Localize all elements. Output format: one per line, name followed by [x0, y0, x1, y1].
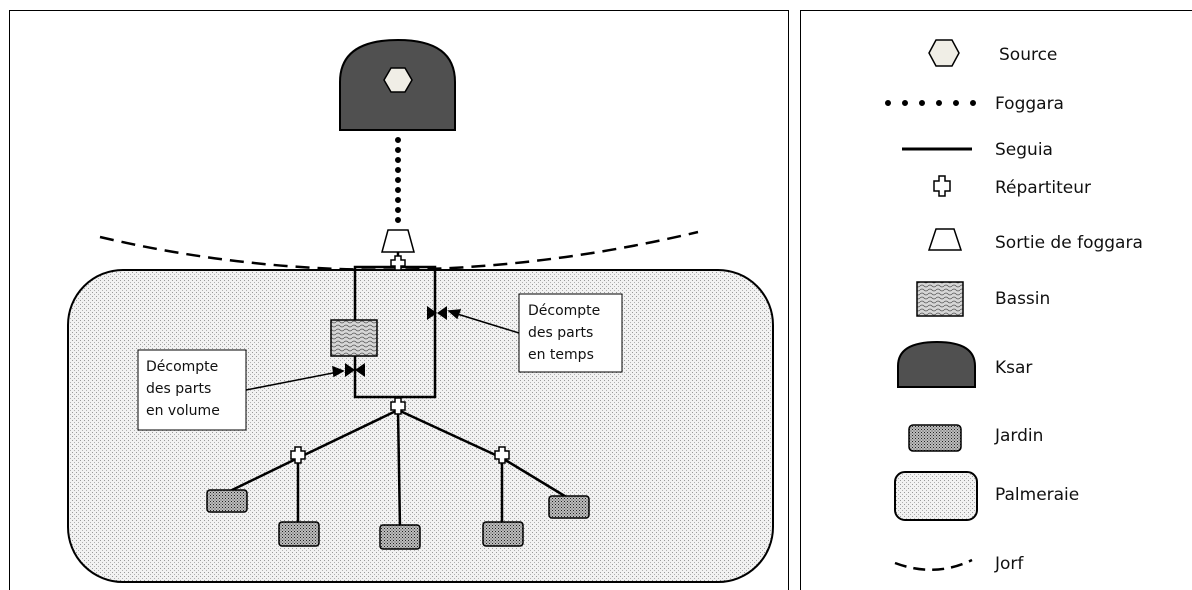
legend-label-bassin: Bassin	[995, 289, 1050, 309]
legend-label-repartiteur: Répartiteur	[995, 178, 1091, 198]
bassin-shape	[330, 319, 378, 357]
repartiteur-icon	[933, 175, 951, 197]
seguia-branches	[227, 408, 569, 529]
annotation-volume: Décompte des parts en volume	[137, 349, 247, 431]
jardin-shape	[278, 521, 320, 547]
arrow-volume	[245, 371, 339, 391]
svg-text:en temps: en temps	[528, 347, 594, 363]
repartiteur-icon	[494, 446, 510, 464]
source-icon	[383, 67, 413, 93]
legend-panel	[800, 10, 1192, 590]
jardin-shape	[482, 521, 524, 547]
jardin-shape	[548, 495, 590, 519]
svg-text:Décompte: Décompte	[528, 303, 600, 319]
svg-text:des parts: des parts	[528, 325, 593, 341]
bassin-icon	[916, 281, 964, 317]
valve-icon	[345, 363, 355, 377]
jardin-shape	[206, 489, 248, 513]
diagram-panel	[9, 10, 789, 590]
jardin-icon	[908, 424, 962, 452]
repartiteur-icon	[390, 397, 406, 415]
legend-labels: Source Foggara Seguia Répartiteur Sortie…	[994, 45, 1143, 574]
legend-label-jardin: Jardin	[994, 426, 1043, 446]
jorf-icon	[894, 558, 973, 571]
legend-label-sortie: Sortie de foggara	[995, 233, 1143, 253]
repartiteur-icon	[290, 446, 306, 464]
sortie-de-foggara-shape	[381, 229, 415, 253]
valve-icon	[437, 306, 447, 320]
repartiteur-icon	[390, 255, 406, 271]
legend-label-palmeraie: Palmeraie	[995, 485, 1079, 505]
arrow-temps	[453, 312, 520, 334]
svg-text:en volume: en volume	[146, 403, 220, 419]
legend-label-seguia: Seguia	[995, 140, 1053, 160]
source-icon	[928, 39, 960, 67]
annotation-temps: Décompte des parts en temps	[518, 293, 623, 373]
svg-text:des parts: des parts	[146, 381, 211, 397]
valve-icon	[355, 363, 365, 377]
valve-icon	[427, 306, 437, 320]
jardin-shape	[379, 524, 421, 550]
legend-label-ksar: Ksar	[995, 358, 1032, 378]
legend-label-source: Source	[999, 45, 1057, 65]
legend-label-jorf: Jorf	[994, 554, 1024, 574]
ksar-icon	[897, 340, 976, 388]
legend-label-foggara: Foggara	[995, 94, 1064, 114]
palmeraie-icon	[894, 471, 978, 521]
svg-text:Décompte: Décompte	[146, 359, 218, 375]
sortie-de-foggara-icon	[927, 228, 963, 251]
arrow-volume-head	[332, 365, 345, 378]
arrow-temps-head	[447, 309, 462, 320]
